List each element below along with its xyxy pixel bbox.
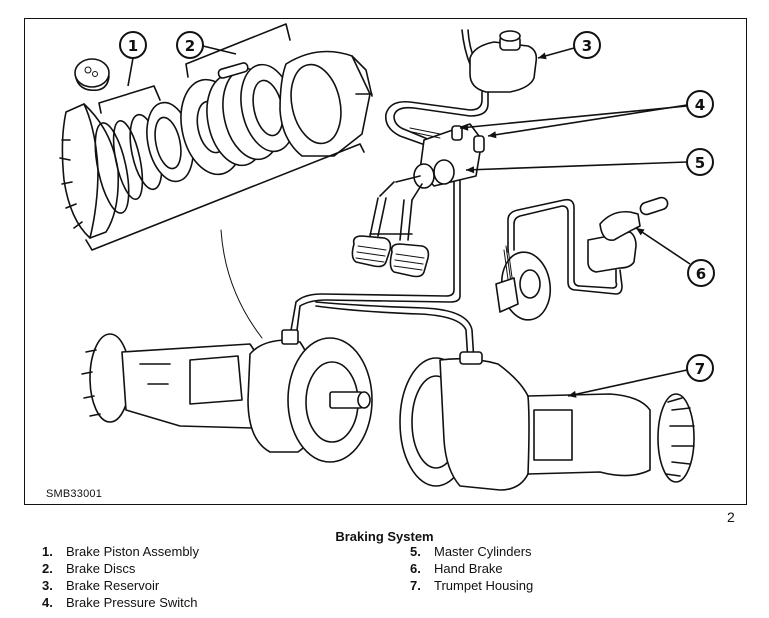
legend-right-column: 5. Master Cylinders 6. Hand Brake 7. Trumpe… xyxy=(410,543,533,594)
callout-leader-line xyxy=(567,369,688,397)
callout-brake-pressure-switch: 4 xyxy=(459,90,714,139)
callout-circle xyxy=(176,31,204,59)
right-axle-drawing xyxy=(399,351,695,491)
callout-leader-line xyxy=(465,161,688,171)
callout-circle xyxy=(686,90,714,118)
leader-arrowhead xyxy=(568,390,577,398)
left-axle-drawing xyxy=(81,329,373,463)
callout-number: 4 xyxy=(695,96,705,114)
callout-circle xyxy=(687,259,715,287)
callout-master-cylinders: 5 xyxy=(465,148,714,176)
legend-item: 3. Brake Reservoir xyxy=(42,577,199,594)
legend-item: 5. Master Cylinders xyxy=(410,543,533,560)
leader-arrowhead xyxy=(460,123,469,131)
callout-circle xyxy=(686,354,714,382)
callout-number: 2 xyxy=(185,37,195,55)
legend-number: 7. xyxy=(410,578,421,593)
legend-label: Brake Piston Assembly xyxy=(66,544,199,559)
brake-pipes xyxy=(289,91,489,363)
legend-item: 2. Brake Discs xyxy=(42,560,199,577)
master-cylinders-drawing xyxy=(351,123,485,278)
legend-number: 2. xyxy=(42,561,53,576)
leader-arrowhead xyxy=(488,131,497,139)
legend-left-column: 1. Brake Piston Assembly 2. Brake Discs 3.… xyxy=(42,543,199,611)
callouts: 1 2 3 4 5 6 7 xyxy=(119,31,715,398)
leader-arrowhead xyxy=(538,52,547,60)
callout-trumpet-housing: 7 xyxy=(567,354,714,398)
brake-reservoir-drawing xyxy=(461,29,538,93)
legend-item: 1. Brake Piston Assembly xyxy=(42,543,199,560)
callout-number: 1 xyxy=(128,37,138,55)
legend-item: 6. Hand Brake xyxy=(410,560,533,577)
legend-item: 4. Brake Pressure Switch xyxy=(42,594,199,611)
leader-arrowhead xyxy=(636,228,645,236)
legend-number: 1. xyxy=(42,544,53,559)
hand-brake-drawing xyxy=(495,196,669,321)
callout-circle xyxy=(686,148,714,176)
legend-label: Master Cylinders xyxy=(434,544,532,559)
callout-circle xyxy=(573,31,601,59)
callout-leader-line xyxy=(202,45,237,55)
callout-number: 3 xyxy=(582,37,592,55)
brake-piston-assembly-drawing xyxy=(59,23,373,339)
callout-circle xyxy=(119,31,147,59)
legend-number: 6. xyxy=(410,561,421,576)
legend-label: Brake Discs xyxy=(66,561,136,576)
callout-leader-line xyxy=(487,104,688,137)
legend-number: 3. xyxy=(42,578,53,593)
legend-label: Hand Brake xyxy=(434,561,503,576)
callout-number: 5 xyxy=(695,154,705,172)
legend-number: 4. xyxy=(42,595,53,610)
callout-number: 7 xyxy=(695,360,705,378)
page-number: 2 xyxy=(727,509,735,525)
callout-hand-brake: 6 xyxy=(635,227,715,287)
callout-brake-discs: 2 xyxy=(176,31,237,59)
legend-label: Trumpet Housing xyxy=(434,578,534,593)
legend-label: Brake Reservoir xyxy=(66,578,160,593)
callout-number: 6 xyxy=(696,265,706,283)
legend-item: 7. Trumpet Housing xyxy=(410,577,533,594)
leader-arrowhead xyxy=(466,166,475,174)
callout-leader-line xyxy=(127,57,134,87)
drawing-code: SMB33001 xyxy=(46,488,103,500)
legend-label: Brake Pressure Switch xyxy=(66,595,198,610)
figure-title: Braking System xyxy=(335,529,434,544)
legend-number: 5. xyxy=(410,544,421,559)
callout-brake-piston-assembly: 1 xyxy=(119,31,147,87)
callout-brake-reservoir: 3 xyxy=(537,31,601,60)
callout-leader-line xyxy=(459,105,688,129)
callout-leader-line xyxy=(635,227,691,265)
